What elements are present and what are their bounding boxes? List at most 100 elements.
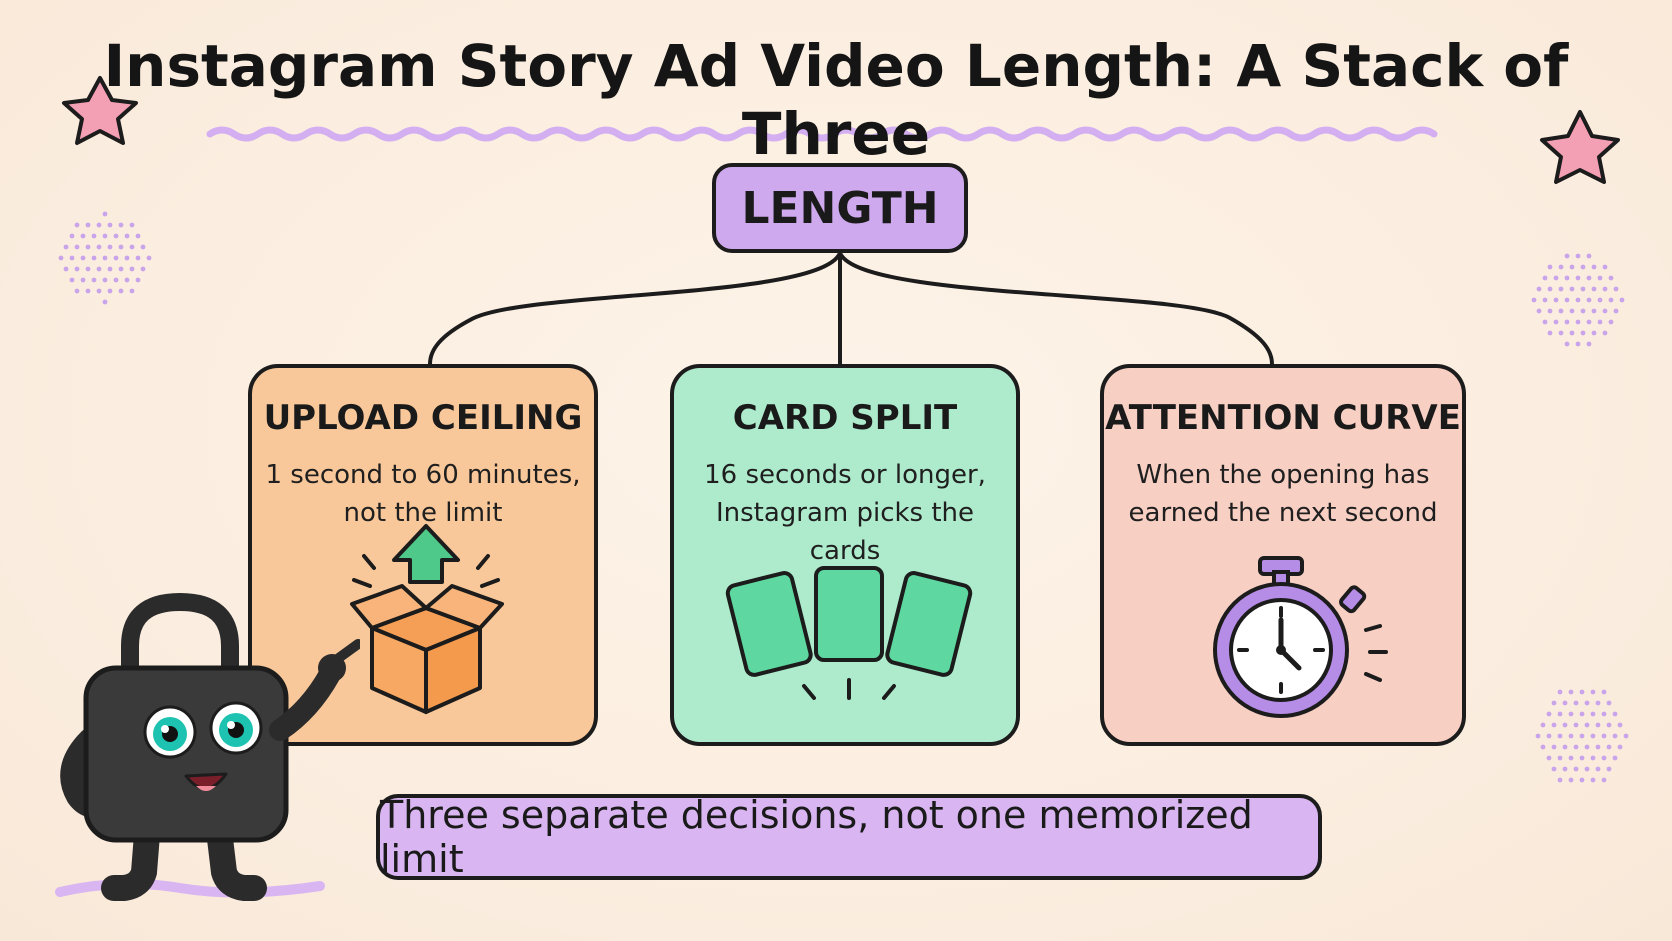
decoration-dot (1623, 733, 1629, 739)
decoration-dot (135, 277, 141, 283)
decoration-dot (91, 233, 97, 239)
decoration-dot (1558, 308, 1564, 314)
decoration-dot (1602, 308, 1608, 314)
decoration-dot (63, 266, 69, 272)
decoration-dot (1575, 253, 1581, 259)
decoration-dot (129, 222, 135, 228)
decoration-dot (1601, 777, 1607, 783)
branch-description: 1 second to 60 minutes, not the limit (265, 460, 581, 528)
decoration-dot (135, 255, 141, 261)
decoration-dot (107, 244, 113, 250)
decoration-dot (69, 277, 75, 283)
decoration-dot (1608, 319, 1614, 325)
decoration-dot (1601, 733, 1607, 739)
decoration-dot (135, 233, 141, 239)
cards-icon (725, 566, 973, 700)
decoration-dot (1586, 341, 1592, 347)
decoration-dot (1562, 700, 1568, 706)
decoration-dot (1613, 286, 1619, 292)
decoration-dot (1586, 275, 1592, 281)
decoration-dot (1591, 264, 1597, 270)
decoration-dot (96, 288, 102, 294)
decoration-dot (1602, 286, 1608, 292)
decoration-dot (102, 255, 108, 261)
root-node-label: LENGTH (741, 182, 939, 234)
decoration-dot (85, 288, 91, 294)
decoration-dot (1601, 755, 1607, 761)
decoration-dot (1568, 711, 1574, 717)
decoration-dot (85, 222, 91, 228)
decoration-dot (74, 244, 80, 250)
decoration-dot (1564, 253, 1570, 259)
decoration-dot (1562, 722, 1568, 728)
decoration-dot (1595, 722, 1601, 728)
decoration-dot (107, 288, 113, 294)
decoration-dot (1595, 744, 1601, 750)
decoration-dot (1608, 297, 1614, 303)
decoration-dot (102, 211, 108, 217)
decoration-dot (1573, 722, 1579, 728)
decoration-dot (1575, 297, 1581, 303)
decoration-dot (1597, 319, 1603, 325)
decoration-dot (1564, 341, 1570, 347)
decoration-dot (1601, 689, 1607, 695)
decoration-dot (1536, 308, 1542, 314)
decoration-dot (107, 266, 113, 272)
decoration-dot (1564, 297, 1570, 303)
decoration-dot (1586, 319, 1592, 325)
decoration-dot (1580, 264, 1586, 270)
decoration-dot (1547, 264, 1553, 270)
decoration-dot (1597, 275, 1603, 281)
branch-card-card-split: CARD SPLIT 16 seconds or longer, Instagr… (670, 364, 1020, 746)
decoration-dot (1564, 275, 1570, 281)
decoration-dot (1591, 308, 1597, 314)
decoration-dot (1558, 286, 1564, 292)
decoration-dot (1584, 744, 1590, 750)
decoration-dot (118, 288, 124, 294)
decoration-dot (1553, 297, 1559, 303)
decoration-dot (1568, 755, 1574, 761)
decoration-dot (1551, 766, 1557, 772)
decoration-dot (1564, 319, 1570, 325)
decoration-dot (118, 244, 124, 250)
decoration-dot (140, 244, 146, 250)
decoration-dot (1590, 689, 1596, 695)
decoration-dot (1557, 755, 1563, 761)
branch-card-attention-curve: ATTENTION CURVE When the opening has ear… (1100, 364, 1466, 746)
branch-title: UPLOAD CEILING (263, 398, 583, 438)
decoration-dot (80, 255, 86, 261)
padlock-mascot-icon (55, 592, 360, 901)
decoration-dot (1562, 766, 1568, 772)
decoration-dot (146, 255, 152, 261)
decoration-dot (1551, 744, 1557, 750)
decoration-dot (1617, 722, 1623, 728)
decoration-dot (113, 255, 119, 261)
decoration-dot (1557, 689, 1563, 695)
decoration-dot (96, 244, 102, 250)
decoration-dot (1569, 286, 1575, 292)
decoration-dot (74, 288, 80, 294)
decoration-dot (107, 222, 113, 228)
decoration-dot (124, 233, 130, 239)
decoration-dot (1595, 700, 1601, 706)
decoration-dot (1542, 297, 1548, 303)
decoration-dot (74, 222, 80, 228)
root-node-length: LENGTH (712, 163, 968, 253)
decoration-dot (140, 266, 146, 272)
decoration-dot (1606, 744, 1612, 750)
decoration-dot (80, 277, 86, 283)
decoration-dot (1535, 733, 1541, 739)
branch-card-upload-ceiling: UPLOAD CEILING 1 second to 60 minutes, n… (248, 364, 598, 746)
decoration-dot (1579, 689, 1585, 695)
decoration-dot (1579, 733, 1585, 739)
decoration-dot (102, 299, 108, 305)
branch-title: ATTENTION CURVE (1105, 398, 1461, 438)
decoration-dot (1540, 722, 1546, 728)
decoration-dot (1542, 275, 1548, 281)
box-upload-icon (350, 524, 504, 714)
decoration-dot (102, 233, 108, 239)
decoration-dot (1606, 700, 1612, 706)
decoration-dot (1606, 722, 1612, 728)
decoration-dot (74, 266, 80, 272)
decoration-dot (1619, 297, 1625, 303)
